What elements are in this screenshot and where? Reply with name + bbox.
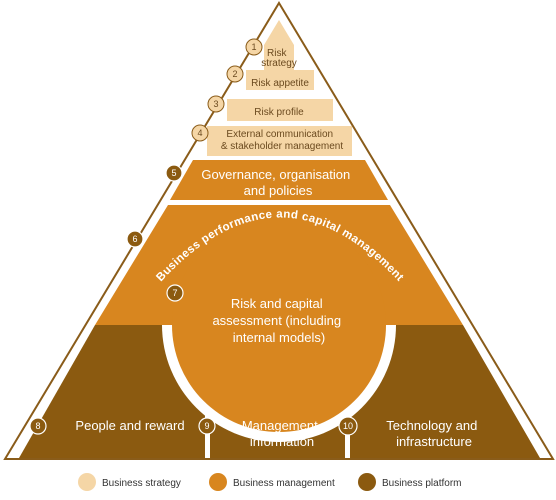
svg-text:Business platform: Business platform bbox=[382, 478, 461, 489]
svg-text:8: 8 bbox=[35, 421, 40, 431]
tier-risk-strategy bbox=[264, 20, 294, 70]
marker-8: 8 bbox=[29, 417, 47, 435]
risk-strategy-label: Risk strategy bbox=[261, 43, 297, 69]
tier-external-communication bbox=[207, 126, 352, 156]
svg-text:10: 10 bbox=[343, 421, 353, 431]
svg-text:Business management: Business management bbox=[233, 478, 335, 489]
marker-1: 1 bbox=[245, 38, 263, 56]
tier-risk-profile bbox=[227, 99, 333, 121]
risk-profile-label: Risk profile bbox=[254, 107, 304, 118]
svg-text:7: 7 bbox=[172, 288, 177, 298]
svg-text:9: 9 bbox=[204, 421, 209, 431]
tier-governance bbox=[170, 160, 388, 200]
risk-capital-circle bbox=[172, 218, 386, 432]
governance-label: Governance, organisation and policies bbox=[201, 166, 354, 198]
risk-capital-label: Risk and capital assessment (including i… bbox=[212, 295, 345, 345]
tier-technology bbox=[350, 325, 540, 458]
svg-text:4: 4 bbox=[197, 128, 202, 138]
technology-label: Technology and infrastructure bbox=[386, 417, 482, 449]
legend: Business strategy Business management Bu… bbox=[78, 473, 461, 491]
legend-swatch bbox=[209, 473, 227, 491]
marker-9: 9 bbox=[198, 417, 216, 435]
tier-risk-appetite bbox=[246, 70, 314, 90]
svg-text:5: 5 bbox=[171, 168, 176, 178]
legend-item-business-platform: Business platform bbox=[358, 473, 461, 491]
svg-text:1: 1 bbox=[251, 42, 256, 52]
legend-item-business-strategy: Business strategy bbox=[78, 473, 181, 491]
marker-10: 10 bbox=[338, 416, 358, 436]
marker-2: 2 bbox=[226, 65, 244, 83]
management-information-label: Management information bbox=[242, 417, 322, 449]
tier-people-reward bbox=[19, 325, 205, 458]
legend-swatch bbox=[78, 473, 96, 491]
svg-text:6: 6 bbox=[132, 234, 137, 244]
svg-text:Business strategy: Business strategy bbox=[102, 478, 181, 489]
risk-appetite-label: Risk appetite bbox=[251, 78, 309, 89]
legend-item-business-management: Business management bbox=[209, 473, 335, 491]
svg-text:2: 2 bbox=[232, 69, 237, 79]
legend-swatch bbox=[358, 473, 376, 491]
marker-7: 7 bbox=[166, 284, 184, 302]
svg-text:3: 3 bbox=[213, 99, 218, 109]
marker-6: 6 bbox=[126, 230, 144, 248]
marker-3: 3 bbox=[207, 95, 225, 113]
external-communication-label: External communication & stakeholder man… bbox=[221, 124, 344, 152]
marker-5: 5 bbox=[165, 164, 183, 182]
marker-4: 4 bbox=[191, 124, 209, 142]
people-reward-label: People and reward bbox=[75, 418, 184, 433]
